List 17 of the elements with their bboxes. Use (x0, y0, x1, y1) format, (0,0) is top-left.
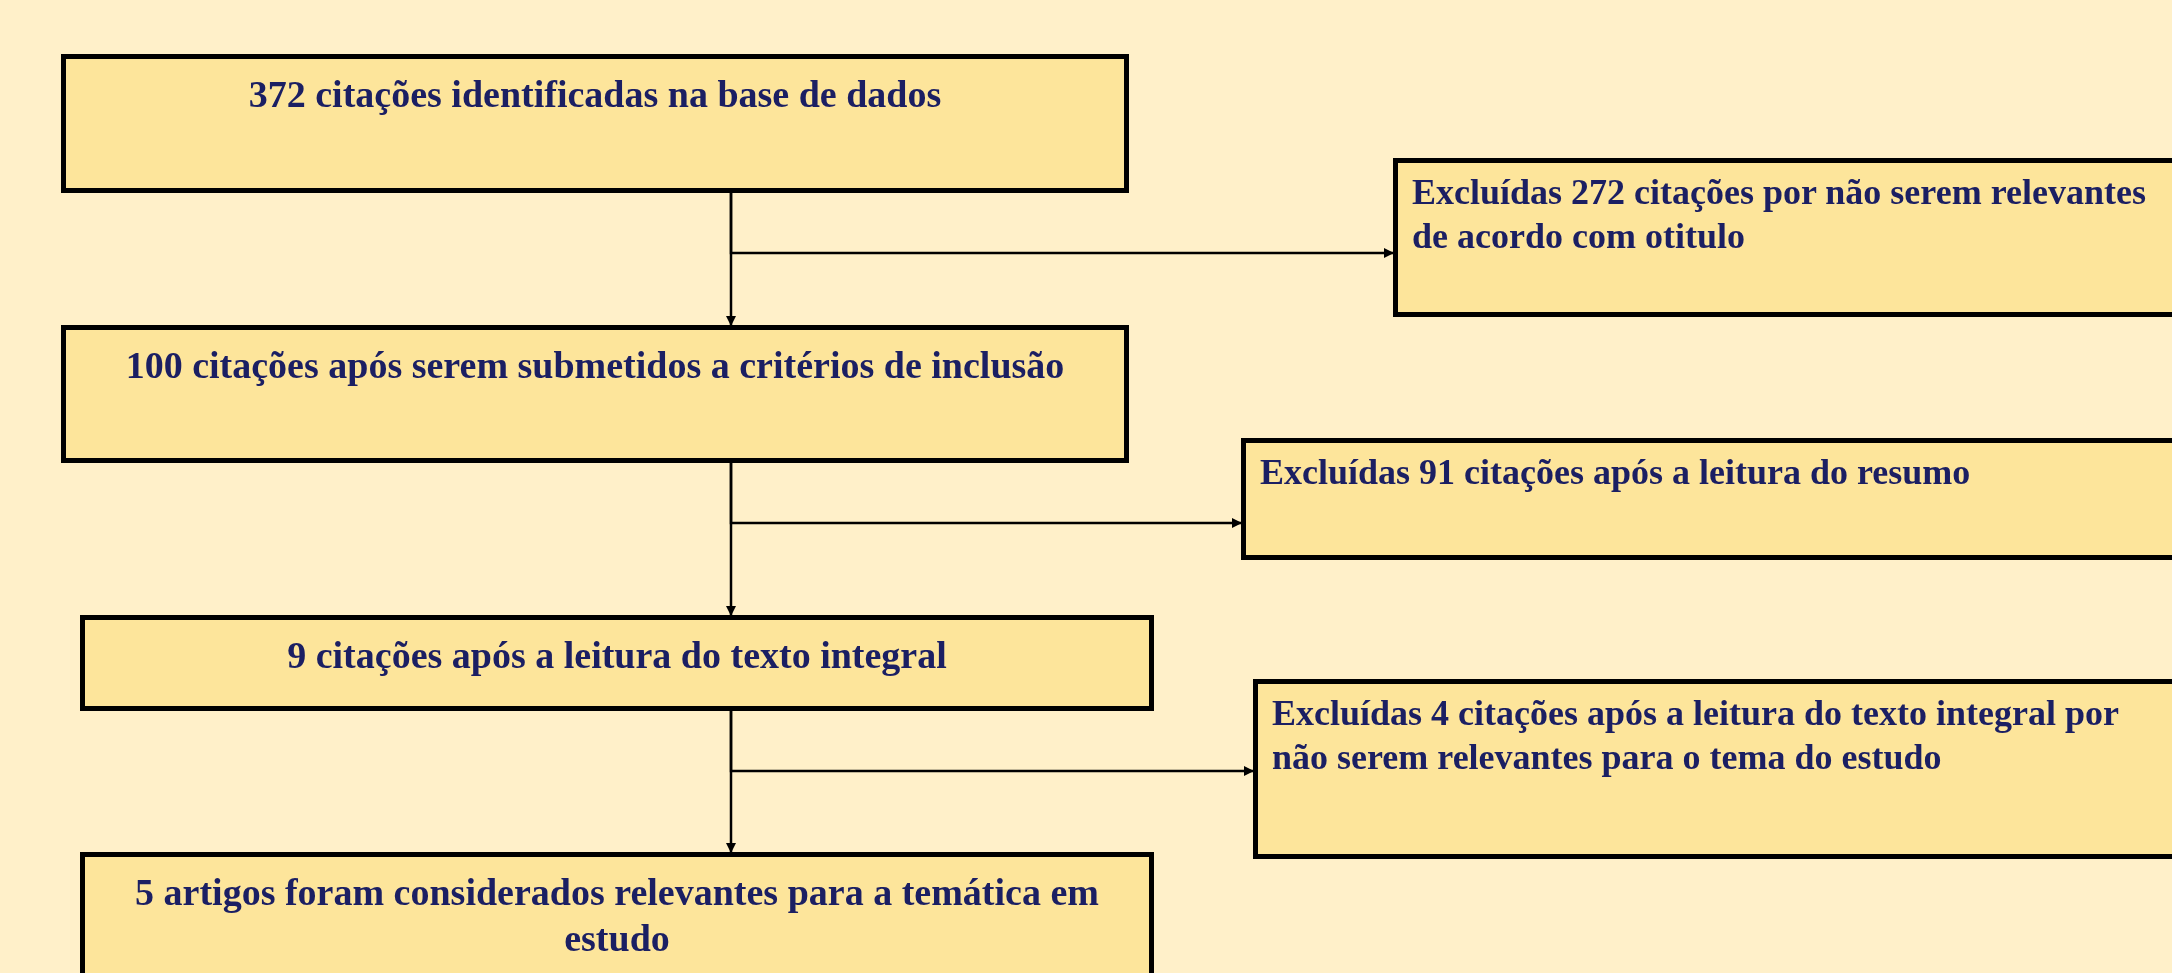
box-text: 100 citações após serem submetidos a critérios de inclusão (125, 343, 1065, 388)
process-box (61, 54, 1129, 193)
arrow (729, 193, 1394, 258)
box-text: 372 citações identificadas na base de dados (248, 72, 942, 117)
process-box (80, 615, 1154, 711)
process-box (80, 852, 1154, 973)
arrow (729, 463, 1242, 528)
process-box (61, 325, 1129, 463)
exclusion-box (1253, 679, 2172, 859)
exclusion-box (1393, 158, 2172, 317)
box-text: Excluídas 272 citações por não serem relevantes de acordo com otitulo (1412, 171, 2147, 258)
box-text: Excluídas 91 citações após a leitura do resumo (1260, 451, 1971, 494)
box-text: Excluídas 4 citações após a leitura do texto integral por não serem relevantes para o tema do estudo (1272, 692, 2120, 779)
box-text: 5 artigos foram considerados relevantes para a temática em estudo (134, 870, 1100, 962)
box-text: 9 citações após a leitura do texto integral (287, 633, 947, 678)
arrow (729, 711, 1254, 776)
exclusion-box (1241, 438, 2172, 560)
